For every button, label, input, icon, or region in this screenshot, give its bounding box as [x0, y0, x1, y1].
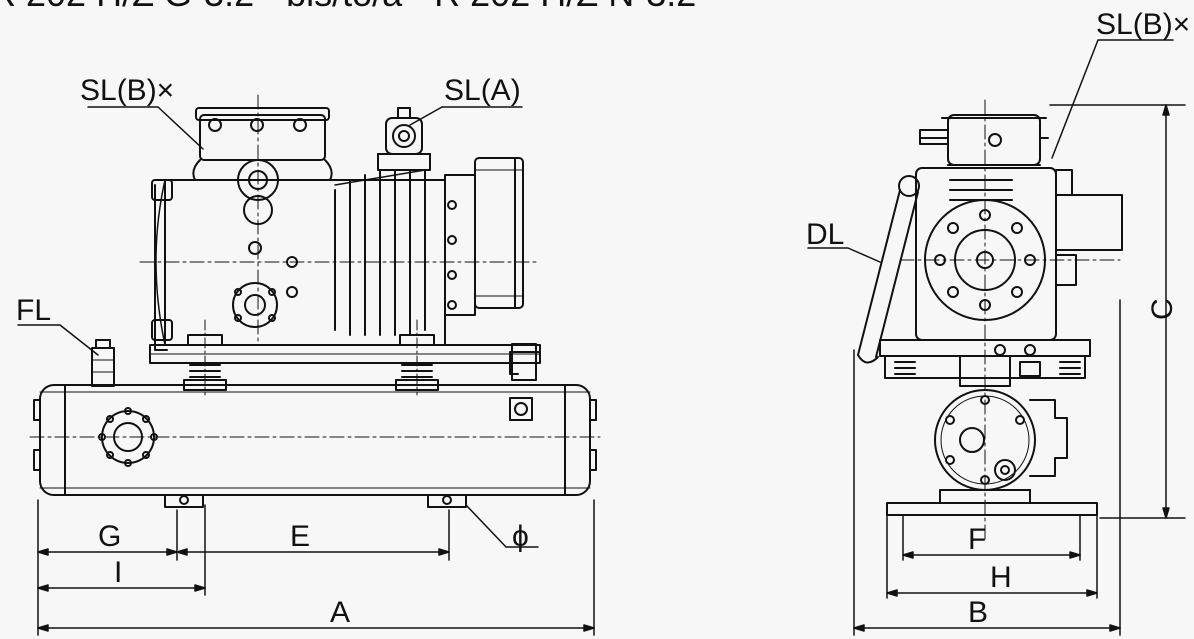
oil-sight-glass	[232, 282, 278, 328]
receiver-tank	[29, 384, 601, 508]
compressor-body	[139, 94, 541, 351]
dimension-lines-front	[37, 499, 595, 636]
spring-mount-left	[183, 319, 227, 396]
label-dim-a: A	[330, 596, 350, 629]
side-view: SL(B)× DL C F H B	[806, 8, 1190, 636]
motor-terminal-box	[444, 157, 524, 316]
leader-dl	[807, 247, 881, 263]
header-text: R 202 H/Z G-3.2 · bis/to/à · R 202 H/Z N…	[0, 0, 696, 14]
label-sl-a: SL(A)	[444, 74, 521, 107]
cooling-fins	[334, 169, 426, 336]
label-dim-h: H	[990, 561, 1012, 594]
tank-feet	[164, 494, 467, 508]
label-dl: DL	[806, 218, 844, 251]
dimension-lines-side	[853, 104, 1186, 636]
label-dim-g: G	[98, 520, 121, 553]
front-view: SL(B)× SL(A) FL G E I A ϕ	[16, 74, 601, 636]
label-dim-c: C	[1146, 298, 1179, 320]
label-sl-b-right: SL(B)×	[1096, 8, 1190, 41]
spring-mount-right	[395, 319, 439, 396]
base-plate	[886, 489, 1098, 516]
tank-end-view	[934, 389, 1068, 491]
label-dim-e: E	[290, 520, 310, 553]
leader-sl-b-left	[87, 106, 204, 150]
mounting-rail	[149, 319, 541, 396]
suction-valve-sl-a	[377, 107, 431, 171]
label-dim-i: I	[114, 556, 122, 589]
leader-sl-b-right	[1051, 39, 1174, 159]
leader-phi	[465, 504, 539, 548]
cylinder-head	[192, 107, 333, 181]
label-dim-phi: ϕ	[512, 520, 529, 553]
compressor-side	[899, 99, 1123, 541]
label-dim-b: B	[968, 596, 988, 629]
filter-fl	[91, 339, 115, 387]
label-fl: FL	[16, 294, 51, 327]
label-sl-b-left: SL(B)×	[80, 74, 174, 107]
leader-sl-a	[409, 106, 443, 126]
label-dim-f: F	[968, 523, 986, 556]
leader-fl	[17, 324, 99, 356]
discharge-line-dl	[857, 175, 920, 364]
